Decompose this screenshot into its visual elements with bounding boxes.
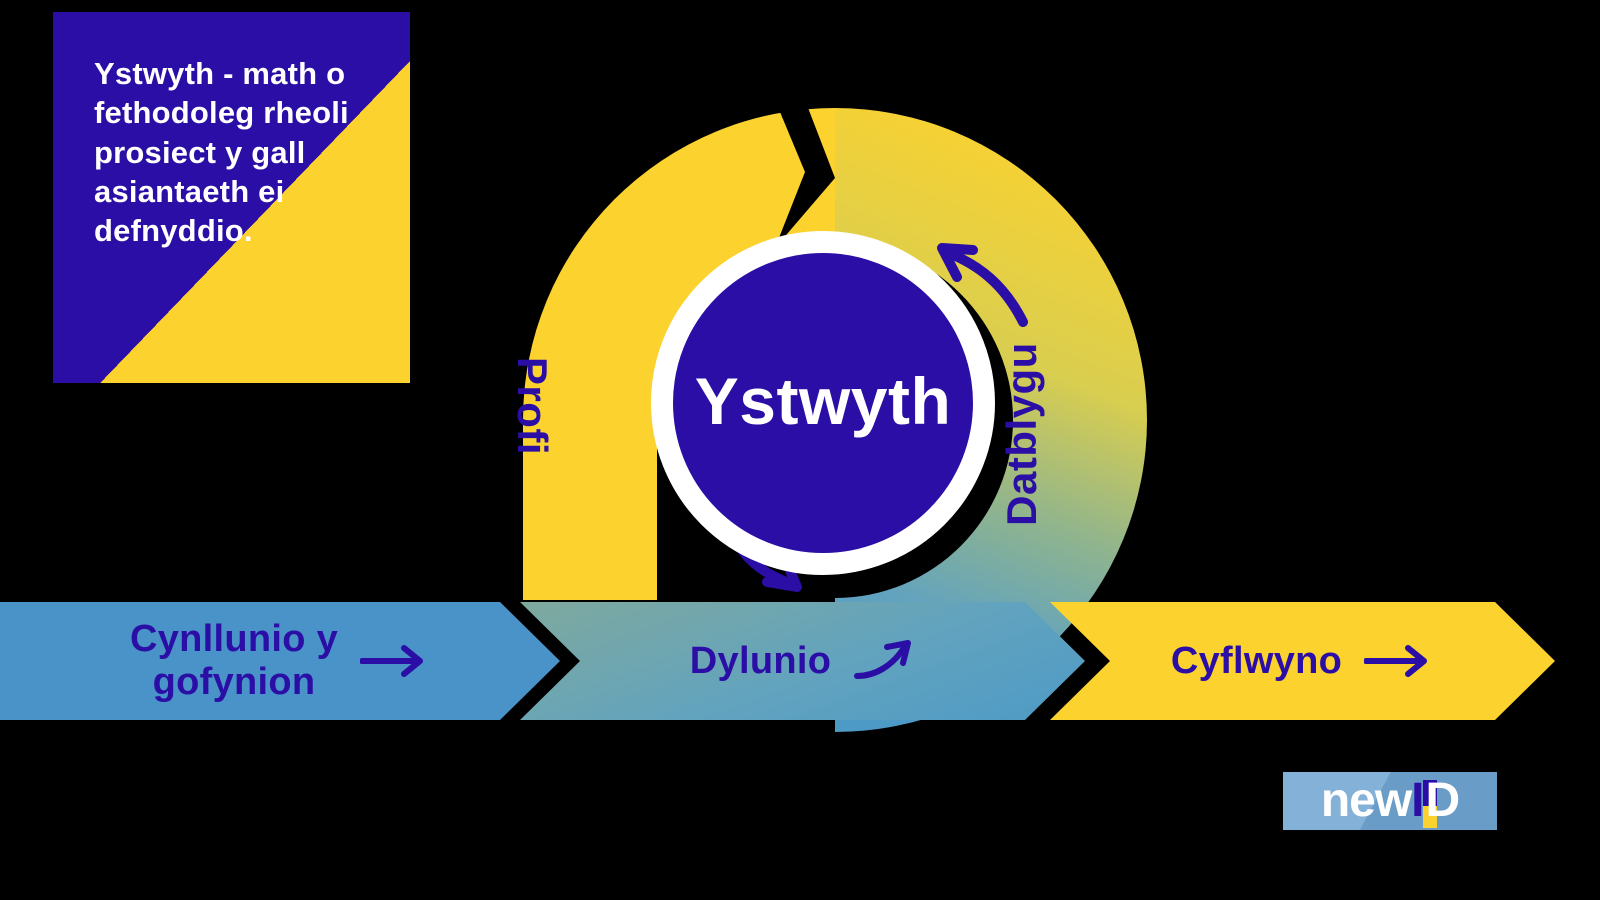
- logo-text-i: I: [1411, 774, 1424, 827]
- logo-wordmark: new I D: [1320, 774, 1461, 828]
- datblygu-curved-arrow-icon: [937, 243, 1028, 327]
- stage-label-line1: Cynllunio y: [129, 618, 339, 661]
- logo-d-accent-icon: [1422, 780, 1437, 828]
- stage-banner-deliver[interactable]: Cyflwyno: [1050, 602, 1555, 720]
- cycle-center-title: Ystwyth: [694, 364, 952, 438]
- stage-banner-planning-label: Cynllunio y gofynion: [130, 618, 338, 703]
- stage-banner-deliver-content: Cyflwyno: [1171, 640, 1434, 683]
- description-callout: Ystwyth - math o fethodoleg rheoli prosi…: [53, 12, 410, 383]
- arrow-right-icon: [1364, 644, 1428, 677]
- logo-text-new: new: [1320, 774, 1412, 827]
- stage-label-line2: gofynion: [152, 661, 316, 703]
- stage-banner-planning-content: Cynllunio y gofynion: [130, 618, 430, 703]
- stage-banner-deliver-label: Cyflwyno: [1170, 639, 1343, 682]
- cycle-center-disc: Ystwyth: [651, 231, 995, 575]
- callout-text: Ystwyth - math o fethodoleg rheoli prosi…: [94, 56, 349, 249]
- segment-profi-arc: [523, 108, 835, 600]
- arrow-right-icon: [360, 645, 424, 677]
- stage-banner-design-label: Dylunio: [689, 639, 832, 682]
- stage-banner-planning[interactable]: Cynllunio y gofynion: [0, 602, 560, 720]
- segment-label-profi: Profi: [509, 356, 557, 456]
- logo-d-glyph: D: [1425, 774, 1461, 827]
- logo-text-d: D: [1422, 774, 1461, 828]
- segment-datblygu-arc: [835, 108, 1147, 732]
- curved-arrow-up-right-icon: [854, 640, 912, 679]
- newid-logo[interactable]: new I D: [1283, 772, 1497, 830]
- stage-banner-design[interactable]: Dylunio: [520, 602, 1085, 720]
- stage-banner-design-content: Dylunio: [690, 636, 915, 686]
- segment-label-datblygu: Datblygu: [997, 342, 1045, 526]
